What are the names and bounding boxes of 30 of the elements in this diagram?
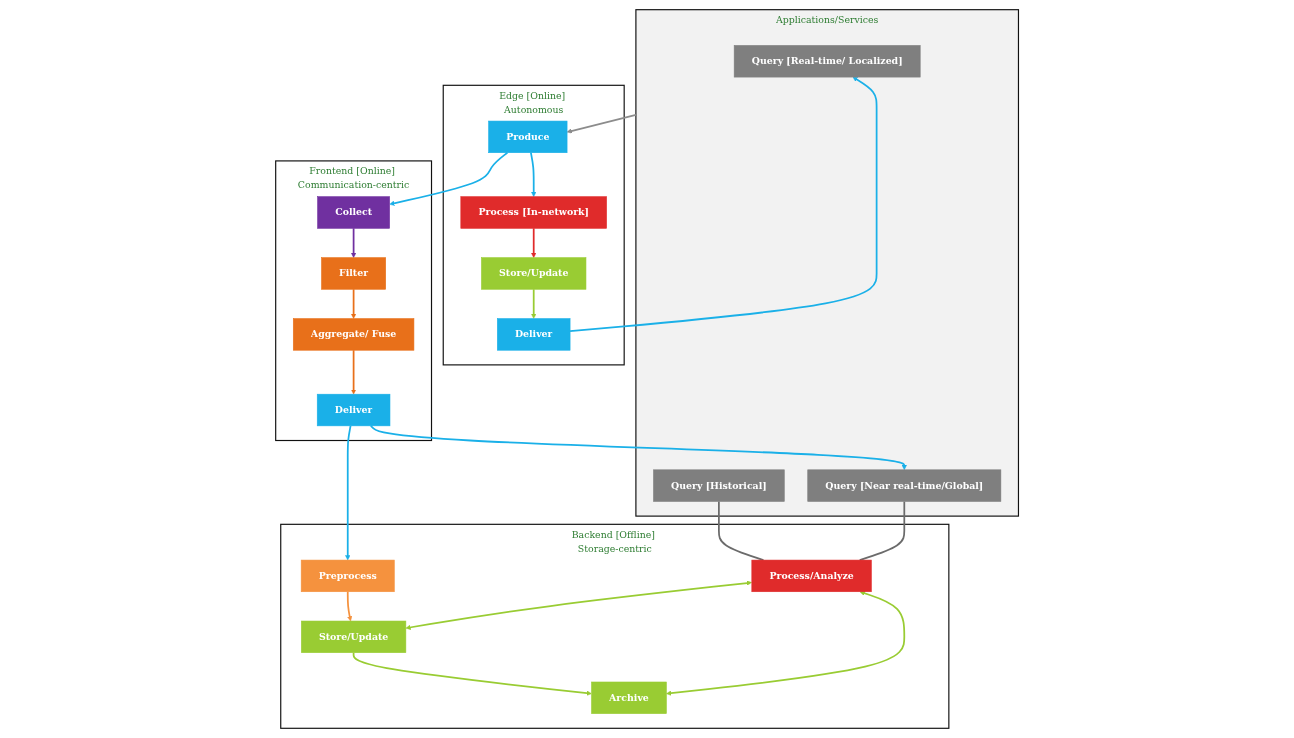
arrow [531,227,537,258]
node-box: Filter [321,257,386,290]
node-box: Process [In-network] [460,196,607,229]
arrow [352,651,592,696]
arrow [345,424,352,561]
node-box: Store/Update [481,257,587,290]
node-box: Aggregate/ Fuse [292,318,415,351]
arrow [405,580,752,630]
node-box: Produce [488,120,568,153]
node-box: Query [Real-time/ Localized] [733,45,921,78]
arrow [569,76,878,333]
node-box: Deliver [496,318,571,351]
arrow [529,151,537,197]
node-box: Query [Near real-time/Global] [807,469,1002,502]
node-box: Archive [591,681,667,714]
node-box: Preprocess [300,559,395,592]
node-box: Collect [317,196,390,229]
arrow [350,227,357,258]
arrow [389,151,509,206]
node-box: Query [Historical] [653,469,785,502]
arrow [350,288,357,319]
arrow [346,590,353,622]
arrow [531,288,537,319]
node-box: Store/Update [300,620,407,653]
arrow [350,349,357,395]
node-box: Deliver [316,393,391,427]
arrow [566,113,637,134]
arrow [369,424,907,471]
arrow [666,590,906,696]
node-box: Process/Analyze [751,559,872,592]
